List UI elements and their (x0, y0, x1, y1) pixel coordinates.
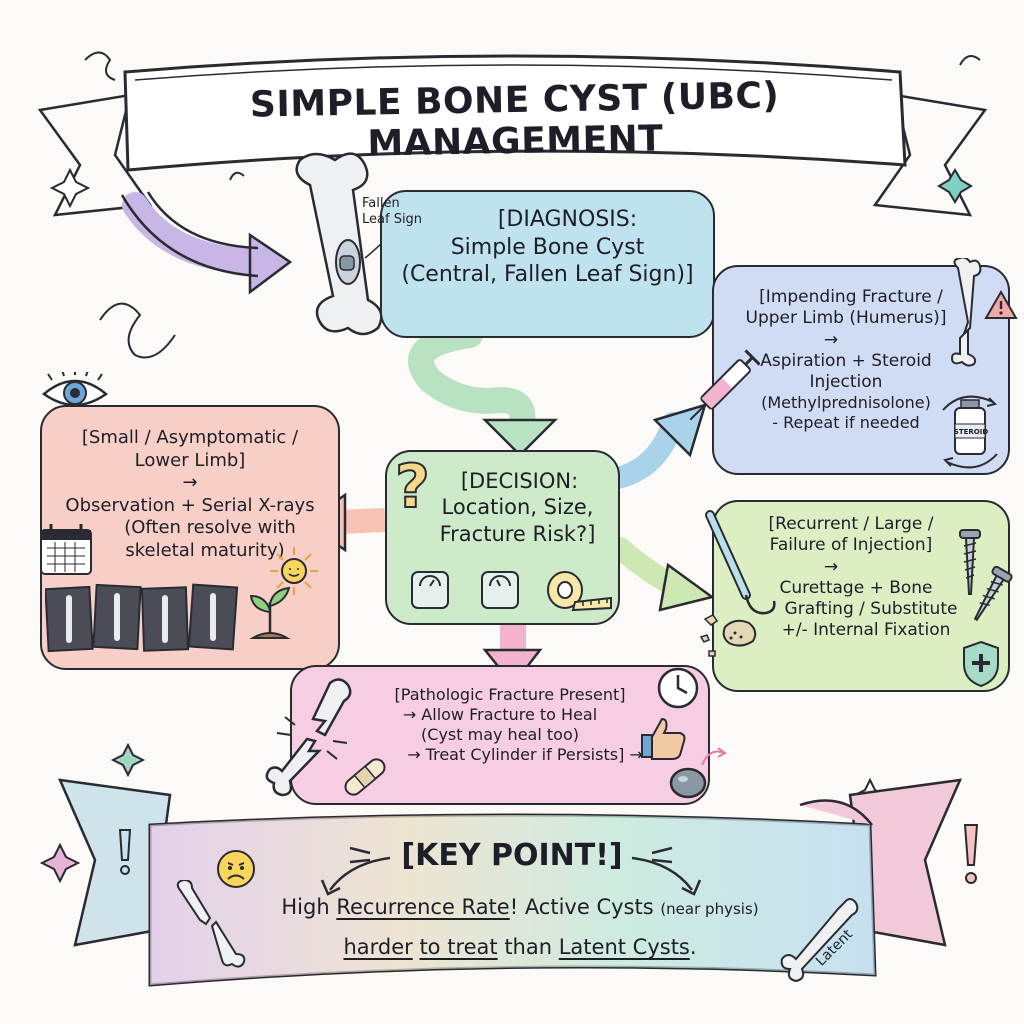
shield-cross-icon (963, 640, 999, 688)
title-ribbon (37, 54, 988, 217)
page-title: SIMPLE BONE CYST (UBC) MANAGEMENT (249, 75, 780, 165)
calendar-icon (40, 524, 92, 575)
steroid-vial-label: STEROID (953, 428, 989, 436)
observation-line3: Observation + Serial X-rays (65, 494, 315, 516)
decorations (84, 51, 981, 359)
curettage-line4: Grafting / Substitute (784, 599, 958, 619)
key-point-banner (57, 778, 963, 987)
warning-icon (984, 290, 1018, 319)
key-point-arrows (320, 846, 702, 896)
screw-icon (959, 529, 981, 595)
clock-icon (657, 667, 699, 709)
xray-film-icon (45, 583, 239, 653)
key-point-line2: harder to treat than Latent Cysts. (220, 935, 820, 959)
curettage-line3: Curettage + Bone (779, 577, 933, 598)
key-point-than: than (497, 935, 559, 959)
key-point-line1: High Recurrence Rate! Active Cysts (near… (220, 895, 820, 919)
injection-arrow: → (823, 329, 839, 350)
screw-icon-2 (973, 565, 1013, 622)
injection-line5: (Methylprednisolone) (761, 393, 931, 413)
key-point-line1-c: ! Active Cysts (509, 895, 661, 919)
steroid-vial-icon (942, 395, 998, 469)
scale-icon-2 (481, 571, 519, 609)
injection-line1: [Impending Fracture / (759, 287, 943, 307)
fallen-leaf-label: Fallen Leaf Sign (362, 196, 423, 227)
key-point-latent-cysts: Latent Cysts (558, 935, 690, 959)
injection-line4: Injection (809, 372, 883, 392)
decision-line1: [DECISION: (460, 469, 579, 493)
bone-chips-icon (699, 614, 757, 657)
diagnosis-line3: (Central, Fallen Leaf Sign)] (401, 262, 694, 287)
bandage-icon (344, 758, 386, 796)
injection-line3: Aspiration + Steroid (760, 350, 932, 371)
fracture-line3: (Cyst may heal too) (421, 725, 579, 744)
key-point-line1-a: High (281, 895, 337, 919)
curette-icon (705, 510, 776, 615)
arrow-to-diagnosis (120, 191, 293, 295)
key-point-near-physis: (near physis) (660, 900, 759, 918)
arrow-to-cyst-icon (701, 747, 727, 766)
key-point-to-treat: to treat (419, 935, 498, 959)
curettage-arrow: → (823, 556, 839, 577)
decision-line2: Location, Size, (441, 495, 594, 520)
bone-icon (295, 152, 386, 336)
curettage-line1: [Recurrent / Large / (768, 514, 934, 534)
sun-icon (270, 547, 318, 595)
arrow-decision-to-curettage (609, 537, 715, 612)
diagnosis-box: [DIAGNOSIS: Simple Bone Cyst (Central, F… (380, 190, 715, 338)
curettage-line2: Failure of Injection] (769, 535, 933, 556)
injection-line6: - Repeat if needed (772, 413, 920, 433)
sad-face-icon (217, 850, 255, 888)
cyst-icon (669, 767, 707, 799)
question-mark-icon: ? (394, 451, 431, 523)
observation-line4: (Often resolve with (124, 517, 296, 538)
arrow-diagnosis-to-decision (408, 322, 559, 457)
fracture-line1: [Pathologic Fracture Present] (394, 685, 626, 704)
observation-arrow: → (182, 472, 198, 493)
curettage-line5: +/- Internal Fixation (781, 620, 951, 641)
key-point-harder: harder (343, 935, 413, 959)
observation-line5: skeletal maturity) (125, 539, 285, 561)
sprout-icon (249, 586, 291, 639)
broken-bone-icon (176, 880, 246, 968)
fracture-line4: → Treat Cylinder if Persists] → (407, 745, 643, 764)
decision-line3: Fracture Risk?] (439, 521, 596, 546)
key-point-period: . (689, 935, 697, 959)
exclamation-marks (118, 824, 979, 884)
eye-icon (41, 372, 109, 407)
observation-line2: Lower Limb] (134, 449, 246, 471)
injection-line2: Upper Limb (Humerus)] (745, 308, 947, 329)
bone-icon-humerus (950, 258, 982, 367)
observation-line1: [Small / Asymptomatic / (81, 427, 299, 448)
key-point-title: [KEY POINT!] (401, 838, 623, 873)
syringe-icon (689, 349, 760, 421)
latent-bone-icon (780, 898, 859, 983)
key-point-recurrence-rate: Recurrence Rate (336, 895, 510, 919)
scale-icon (411, 571, 449, 609)
diagnosis-line2: Simple Bone Cyst (450, 234, 645, 260)
measuring-tape-icon (547, 571, 612, 612)
thumbs-up-icon (641, 717, 686, 760)
fractured-bone-icon (265, 678, 352, 797)
diagnosis-line1: [DIAGNOSIS: (497, 207, 638, 232)
fracture-box: [Pathologic Fracture Present] → Allow Fr… (290, 665, 710, 805)
fracture-line2: → Allow Fracture to Heal (402, 705, 598, 724)
